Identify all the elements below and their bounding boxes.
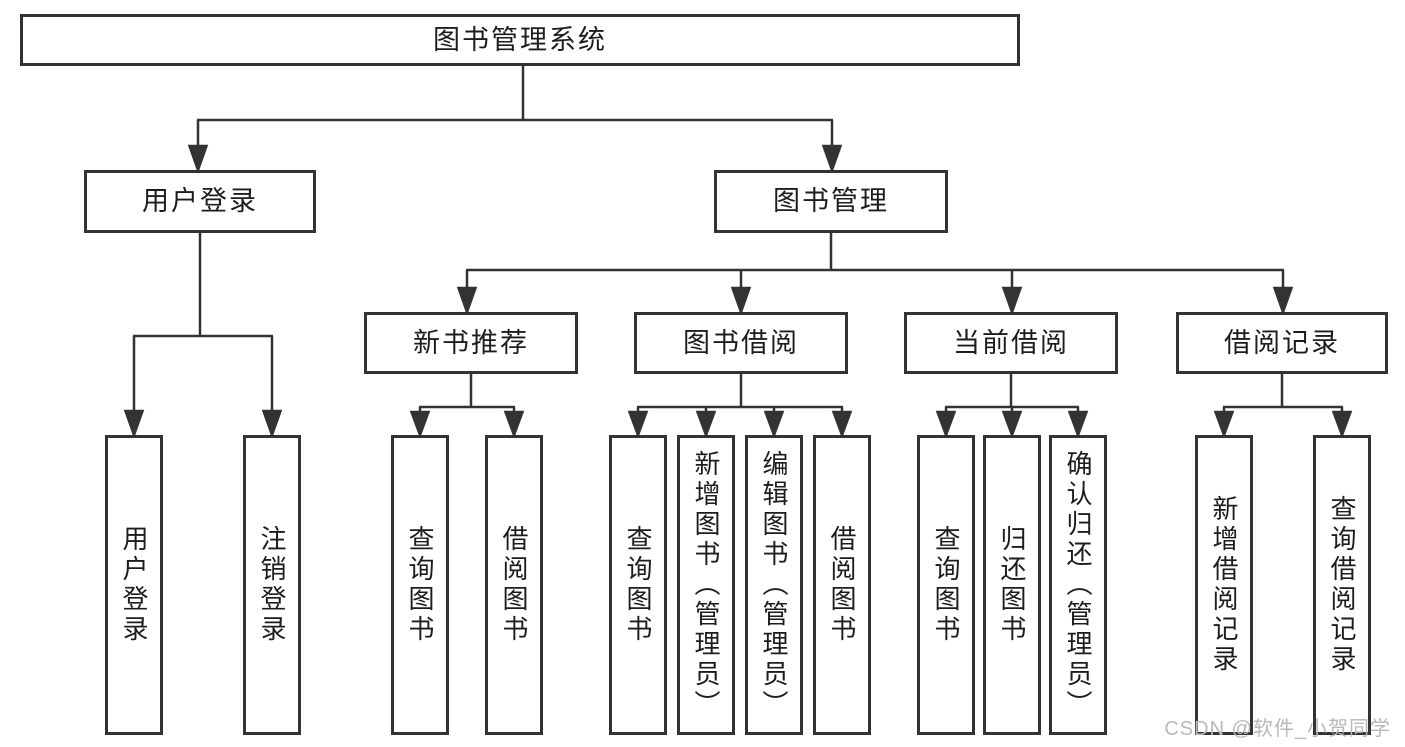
node-new-book-recommend-label: 新书推荐 <box>413 327 529 358</box>
leaf-newbooks-query-books: 查询图书 <box>391 435 449 735</box>
leaf-current-confirm-return-admin: 确认归还（管理员） <box>1049 435 1107 735</box>
leaf-borrow-borrow-books-label: 借阅图书 <box>827 525 857 645</box>
leaf-borrow-query-books: 查询图书 <box>609 435 667 735</box>
node-book-management: 图书管理 <box>714 170 948 233</box>
leaf-newbooks-query-books-label: 查询图书 <box>405 525 435 645</box>
arrow-down-icon <box>456 286 478 316</box>
arrow-down-icon <box>730 286 752 316</box>
leaf-records-add-record-label: 新增借阅记录 <box>1209 495 1239 675</box>
tree-edges <box>123 66 1353 439</box>
arrow-down-icon <box>1213 410 1235 439</box>
leaf-borrow-edit-books-admin: 编辑图书（管理员） <box>745 435 803 735</box>
leaf-current-return-books: 归还图书 <box>983 435 1041 735</box>
arrow-down-icon <box>1272 286 1294 316</box>
arrow-down-icon <box>821 144 843 174</box>
node-current-borrow: 当前借阅 <box>904 312 1118 374</box>
leaf-records-query-record-label: 查询借阅记录 <box>1327 495 1357 675</box>
leaf-newbooks-borrow-books-label: 借阅图书 <box>499 525 529 645</box>
arrow-down-icon <box>695 410 717 439</box>
node-book-borrow: 图书借阅 <box>634 312 848 374</box>
leaf-borrow-borrow-books: 借阅图书 <box>813 435 871 735</box>
arrow-down-icon <box>1067 410 1089 439</box>
leaf-current-return-books-label: 归还图书 <box>997 525 1027 645</box>
leaf-logout: 注销登录 <box>243 435 301 735</box>
leaf-current-query-books: 查询图书 <box>917 435 975 735</box>
node-book-management-label: 图书管理 <box>773 186 889 216</box>
arrow-down-icon <box>627 410 649 439</box>
leaf-current-confirm-return-admin-label: 确认归还（管理员） <box>1063 450 1093 720</box>
arrow-down-icon <box>261 409 283 439</box>
arrow-down-icon <box>763 410 785 439</box>
leaf-records-add-record: 新增借阅记录 <box>1195 435 1253 735</box>
leaf-current-query-books-label: 查询图书 <box>931 525 961 645</box>
leaf-newbooks-borrow-books: 借阅图书 <box>485 435 543 735</box>
leaf-logout-label: 注销登录 <box>257 525 287 645</box>
node-current-borrow-label: 当前借阅 <box>953 327 1069 358</box>
arrow-down-icon <box>1001 410 1023 439</box>
node-user-login: 用户登录 <box>84 170 316 233</box>
node-borrow-records-label: 借阅记录 <box>1224 327 1340 358</box>
node-borrow-records: 借阅记录 <box>1176 312 1388 374</box>
node-user-login-label: 用户登录 <box>142 186 258 216</box>
node-root-label: 图书管理系统 <box>433 24 607 55</box>
leaf-records-query-record: 查询借阅记录 <box>1313 435 1371 735</box>
leaf-user-login: 用户登录 <box>105 435 163 735</box>
arrow-down-icon <box>409 410 431 439</box>
leaf-borrow-add-books-admin-label: 新增图书（管理员） <box>691 450 721 720</box>
csdn-watermark: CSDN @软件_小贺同学 <box>1164 718 1391 740</box>
arrow-down-icon <box>1001 286 1023 316</box>
arrow-down-icon <box>187 144 209 174</box>
arrow-down-icon <box>831 410 853 439</box>
leaf-borrow-add-books-admin: 新增图书（管理员） <box>677 435 735 735</box>
arrow-down-icon <box>503 410 525 439</box>
leaf-borrow-edit-books-admin-label: 编辑图书（管理员） <box>759 450 789 720</box>
arrow-down-icon <box>935 410 957 439</box>
node-root: 图书管理系统 <box>20 14 1020 66</box>
leaf-user-login-label: 用户登录 <box>119 525 149 645</box>
arrow-down-icon <box>1331 410 1353 439</box>
leaf-borrow-query-books-label: 查询图书 <box>623 525 653 645</box>
node-book-borrow-label: 图书借阅 <box>683 327 799 358</box>
node-new-book-recommend: 新书推荐 <box>364 312 578 374</box>
arrow-down-icon <box>123 409 145 439</box>
